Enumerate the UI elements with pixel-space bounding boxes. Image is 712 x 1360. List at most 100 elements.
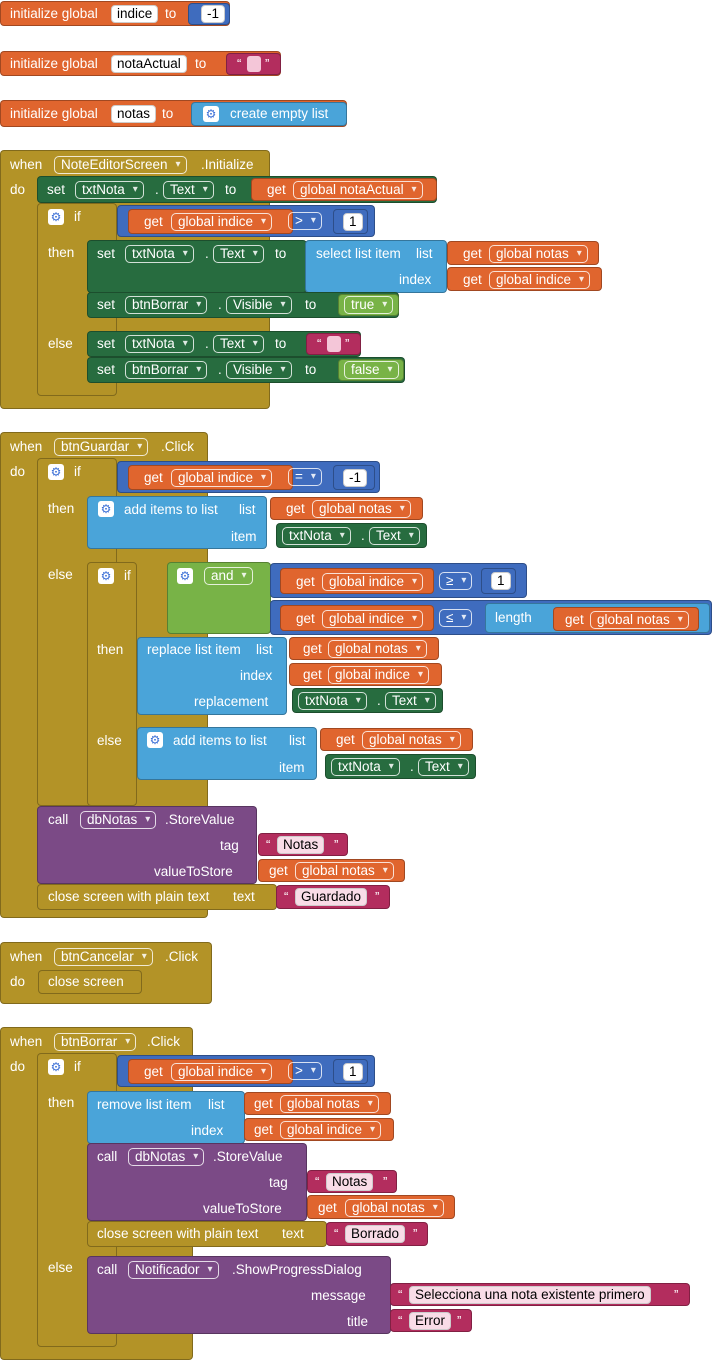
get-indice-block[interactable]: get global indice <box>128 209 293 234</box>
property-dropdown-text[interactable]: Text <box>418 758 469 776</box>
operator-dropdown-lte[interactable]: ≤ <box>439 609 473 627</box>
component-dropdown-dbNotas[interactable]: dbNotas <box>80 811 157 829</box>
number-field[interactable]: 1 <box>343 213 363 231</box>
text-field[interactable]: Selecciona una nota existente primero <box>409 1286 651 1304</box>
mutator-gear-icon[interactable]: ⚙ <box>177 568 193 584</box>
variable-dropdown-indice[interactable]: global indice <box>280 1121 382 1139</box>
event-btnCancelar-click-block[interactable]: when btnCancelar .Click do close screen <box>0 942 212 1004</box>
component-dropdown-dbNotas[interactable]: dbNotas <box>128 1148 205 1166</box>
text-selecciona-block[interactable]: “ Selecciona una nota existente primero … <box>390 1283 690 1306</box>
compare-gte-block[interactable]: get global indice ≥ 1 <box>270 563 527 598</box>
add-items-to-list-block[interactable]: ⚙ add items to list list item <box>87 496 267 549</box>
variable-dropdown-indice[interactable]: global indice <box>171 213 273 231</box>
get-indice-block[interactable]: get global indice <box>447 267 602 291</box>
init-global-notaActual-block[interactable]: initialize global notaActual to “ ” <box>0 51 281 76</box>
variable-dropdown-indice[interactable]: global indice <box>328 666 430 684</box>
component-dropdown-txtNota[interactable]: txtNota <box>125 245 194 263</box>
component-dropdown-txtNota[interactable]: txtNota <box>298 692 367 710</box>
txtNota-text-getter-block[interactable]: txtNota . Text <box>276 523 427 548</box>
get-indice-block[interactable]: get global indice <box>128 1059 293 1084</box>
text-field-empty[interactable] <box>327 336 341 352</box>
call-dbNotas-storevalue-block[interactable]: call dbNotas .StoreValue tag valueToStor… <box>37 806 257 884</box>
set-btnBorrar-visible-block[interactable]: set btnBorrar . Visible to false <box>87 357 405 383</box>
get-indice-block[interactable]: get global indice <box>128 465 293 490</box>
text-notas-block[interactable]: “ Notas ” <box>258 833 348 856</box>
operator-dropdown-gte[interactable]: ≥ <box>439 572 473 590</box>
variable-dropdown-notas[interactable]: global notas <box>280 1095 379 1113</box>
mutator-gear-icon[interactable]: ⚙ <box>203 106 219 122</box>
component-dropdown-txtNota[interactable]: txtNota <box>331 758 400 776</box>
close-screen-with-text-block[interactable]: close screen with plain text text <box>87 1221 327 1247</box>
component-dropdown-notificador[interactable]: Notificador <box>128 1261 219 1279</box>
variable-dropdown-notas[interactable]: global notas <box>295 862 394 880</box>
component-dropdown-btnBorrar[interactable]: btnBorrar <box>54 1033 137 1051</box>
component-dropdown-txtNota[interactable]: txtNota <box>282 527 351 545</box>
text-field[interactable]: Notas <box>277 836 325 854</box>
property-dropdown-text[interactable]: Text <box>385 692 436 710</box>
text-field[interactable]: Borrado <box>345 1225 406 1243</box>
close-screen-with-text-block[interactable]: close screen with plain text text <box>37 884 277 910</box>
get-notas-block[interactable]: get global notas <box>270 497 423 520</box>
number-field[interactable]: -1 <box>343 469 368 487</box>
number-one-block[interactable]: 1 <box>481 568 516 594</box>
component-dropdown-screen[interactable]: NoteEditorScreen <box>54 156 187 174</box>
component-dropdown-btnBorrar[interactable]: btnBorrar <box>125 361 208 379</box>
set-txtNota-empty-block[interactable]: set txtNota . Text to “ ” <box>87 331 361 357</box>
component-dropdown-btnCancelar[interactable]: btnCancelar <box>54 948 153 966</box>
text-field[interactable]: Guardado <box>295 888 368 906</box>
component-dropdown-btnBorrar[interactable]: btnBorrar <box>125 296 208 314</box>
add-items-to-list-block[interactable]: ⚙ add items to list list item <box>137 727 317 780</box>
call-notificador-showprogress-block[interactable]: call Notificador .ShowProgressDialog mes… <box>87 1256 391 1334</box>
property-dropdown-text[interactable]: Text <box>163 181 214 199</box>
operator-dropdown-gt[interactable]: > <box>288 212 322 230</box>
init-global-notas-block[interactable]: initialize global notas to ⚙ create empt… <box>0 100 347 127</box>
init-global-indice-block[interactable]: initialize global indice to -1 <box>0 1 230 26</box>
text-field-empty[interactable] <box>247 56 261 72</box>
variable-dropdown-notas[interactable]: global notas <box>328 640 427 658</box>
select-list-item-block[interactable]: select list item list index <box>305 240 447 293</box>
property-dropdown-text[interactable]: Text <box>369 527 420 545</box>
compare-gt-block[interactable]: get global indice > 1 <box>117 1055 375 1087</box>
operator-dropdown-gt[interactable]: > <box>288 1062 322 1080</box>
set-btnBorrar-visible-block[interactable]: set btnBorrar . Visible to true <box>87 292 399 318</box>
variable-dropdown-notas[interactable]: global notas <box>590 611 689 629</box>
compare-eq-block[interactable]: get global indice = -1 <box>117 461 380 493</box>
text-field[interactable]: Notas <box>326 1173 374 1191</box>
boolean-dropdown-true[interactable]: true <box>344 296 394 314</box>
get-notas-block[interactable]: get global notas <box>553 607 699 631</box>
property-dropdown-text[interactable]: Text <box>213 245 264 263</box>
nested-if-block[interactable]: ⚙ if then else <box>87 562 137 806</box>
component-dropdown-txtNota[interactable]: txtNota <box>125 335 194 353</box>
replace-list-item-block[interactable]: replace list item list index replacement <box>137 637 287 715</box>
variable-dropdown-notas[interactable]: global notas <box>489 245 588 263</box>
get-indice-block[interactable]: get global indice <box>289 663 442 686</box>
variable-dropdown-notas[interactable]: global notas <box>345 1199 444 1217</box>
get-notas-block[interactable]: get global notas <box>307 1195 455 1219</box>
get-notas-block[interactable]: get global notas <box>447 241 599 265</box>
mutator-gear-icon[interactable]: ⚙ <box>48 209 64 225</box>
create-empty-list-block[interactable]: ⚙ create empty list <box>191 102 347 126</box>
txtNota-text-getter-block[interactable]: txtNota . Text <box>325 754 476 779</box>
global-name-indice[interactable]: indice <box>111 5 159 23</box>
number-field[interactable]: 1 <box>491 572 511 590</box>
property-dropdown-text[interactable]: Text <box>213 335 264 353</box>
global-name-notas[interactable]: notas <box>111 105 157 123</box>
compare-gt-block[interactable]: get global indice > 1 <box>117 205 375 237</box>
get-notas-block[interactable]: get global notas <box>289 637 439 660</box>
variable-dropdown-indice[interactable]: global indice <box>171 469 273 487</box>
variable-dropdown-notas[interactable]: global notas <box>312 500 411 518</box>
variable-dropdown-indice[interactable]: global indice <box>171 1063 273 1081</box>
length-of-list-block[interactable]: length get global notas <box>485 603 710 633</box>
variable-dropdown-indice[interactable]: global indice <box>322 610 424 628</box>
text-notas-block[interactable]: “ Notas ” <box>307 1170 397 1193</box>
global-name-notaActual[interactable]: notaActual <box>111 55 187 73</box>
logic-and-block[interactable]: ⚙ and <box>167 562 271 634</box>
call-dbNotas-storevalue-block[interactable]: call dbNotas .StoreValue tag valueToStor… <box>87 1143 307 1221</box>
get-notaActual-block[interactable]: get global notaActual <box>251 178 437 201</box>
compare-lte-block[interactable]: get global indice ≤ length get global no… <box>270 600 712 635</box>
property-dropdown-visible[interactable]: Visible <box>226 361 292 379</box>
number-field[interactable]: 1 <box>343 1063 363 1081</box>
mutator-gear-icon[interactable]: ⚙ <box>147 732 163 748</box>
mutator-gear-icon[interactable]: ⚙ <box>98 501 114 517</box>
empty-text-block[interactable]: “ ” <box>306 333 361 355</box>
